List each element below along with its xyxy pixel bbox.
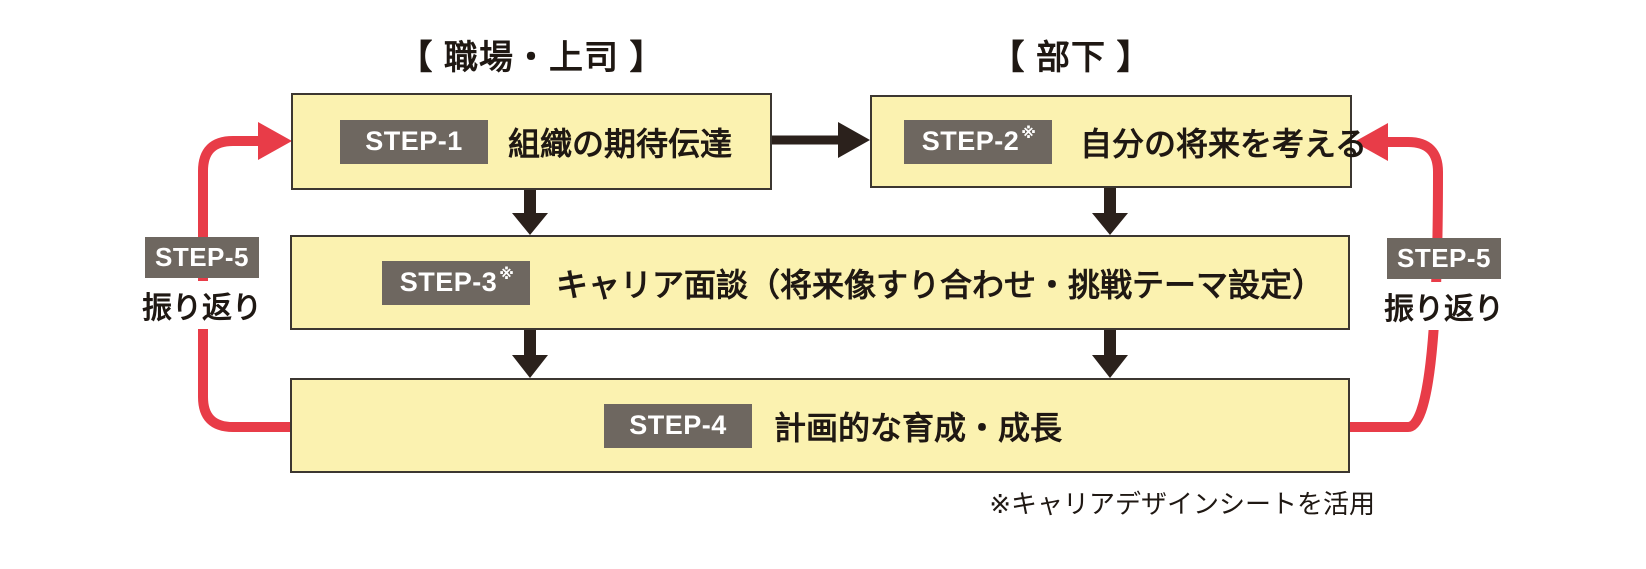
step1-badge: STEP-1 xyxy=(340,119,488,164)
step2-box: STEP-2※ 自分の将来を考える xyxy=(870,95,1367,188)
arrow-step1-to-step2 xyxy=(772,122,870,158)
column-header-subordinate: 【 部下 】 xyxy=(990,38,1152,77)
step2-title: 自分の将来を考える xyxy=(1080,125,1368,162)
step1-title: 組織の期待伝達 xyxy=(508,125,733,162)
column-header-workplace-boss: 【 職場・上司 】 xyxy=(398,38,665,77)
step3-title: キャリア面談（将来像すり合わせ・挑戦テーマ設定） xyxy=(556,266,1325,303)
step2-badge: STEP-2※ xyxy=(904,119,1052,164)
step4-badge: STEP-4 xyxy=(604,403,752,448)
step4-box: STEP-4 計画的な育成・成長 xyxy=(290,378,1350,473)
step3-badge-note: ※ xyxy=(499,265,515,283)
step5-right-group: STEP-5 振り返り xyxy=(1383,238,1505,330)
step5-right-badge: STEP-5 xyxy=(1387,238,1501,279)
step1-box: STEP-1 組織の期待伝達 xyxy=(291,93,772,190)
step2-badge-note: ※ xyxy=(1021,124,1037,142)
arrow-step2-to-step3 xyxy=(1092,188,1128,235)
footnote-career-design-sheet: ※キャリアデザインシートを活用 xyxy=(989,489,1375,519)
step3-badge: STEP-3※ xyxy=(382,260,530,305)
step5-left-badge: STEP-5 xyxy=(145,237,259,278)
arrow-step3-to-step4-left xyxy=(512,330,548,378)
step5-left-group: STEP-5 振り返り xyxy=(141,237,263,329)
step5-left-title: 振り返り xyxy=(141,281,263,329)
arrow-step3-to-step4-right xyxy=(1092,330,1128,378)
step5-right-title: 振り返り xyxy=(1383,282,1505,330)
arrow-step1-to-step3 xyxy=(512,190,548,235)
step3-box: STEP-3※ キャリア面談（将来像すり合わせ・挑戦テーマ設定） xyxy=(290,235,1350,330)
step4-title: 計画的な育成・成長 xyxy=(774,409,1063,446)
